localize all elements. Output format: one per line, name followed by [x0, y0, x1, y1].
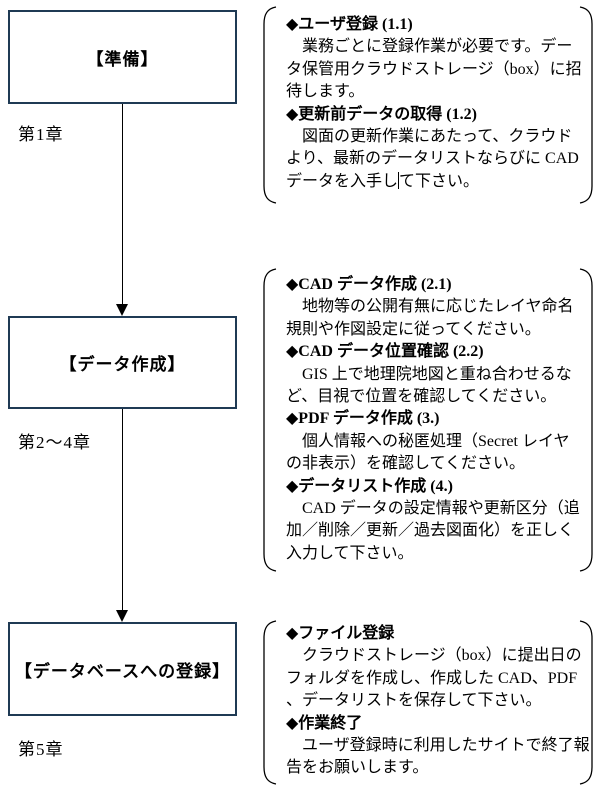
callout-preparation-notes: ◆ユーザ登録 (1.1) 業務ごとに登録作業が必要です。データ保管用クラウドスト… — [262, 6, 594, 204]
flow-connector-line-1 — [122, 104, 123, 304]
arrow-down-icon — [116, 304, 128, 316]
callout-body-line: の非表示）を確認してください。 — [286, 455, 526, 473]
right-parenthesis-icon — [579, 6, 593, 204]
callout-heading-line: ◆CAD データ作成 (2.1) — [286, 276, 452, 293]
callout-heading-line: ◆ファイル登録 — [286, 625, 395, 642]
right-parenthesis-icon — [579, 620, 593, 785]
callout-heading-line: ◆CAD データ位置確認 (2.2) — [286, 343, 484, 361]
callout-heading-line: ◆PDF データ作成 (3.) — [286, 410, 440, 428]
flow-connector-line-2 — [122, 409, 123, 610]
callout-body-line: 入力して下さい。 — [286, 544, 414, 562]
chapter-label-5: 第5章 — [18, 740, 64, 759]
callout-heading-line: ◆作業終了 — [286, 714, 363, 732]
callout-body-line: ユーザ登録時に利用したサイトで終了報 — [286, 737, 590, 755]
callout-body-line: 地物等の公開有無に応じたレイヤ命名 — [286, 298, 574, 316]
callout-body-line: より、最新のデータリストならびに CAD — [286, 150, 579, 168]
left-parenthesis-icon — [263, 268, 277, 572]
callout-body-line: 個人情報への秘匿処理（Secret レイヤ — [286, 432, 570, 450]
callout-data-creation-notes: ◆CAD データ作成 (2.1) 地物等の公開有無に応じたレイヤ命名規則や作図設… — [262, 268, 594, 572]
callout-heading-line: ◆データリスト作成 (4.) — [286, 477, 453, 495]
callout-body-line: 待します。 — [286, 83, 365, 101]
callout-body-line: GIS 上で地理院地図と重ね合わせるな — [286, 365, 572, 383]
callout-body-line: ど、目視で位置を確認してください。 — [286, 388, 557, 406]
callout-text-block: ◆CAD データ作成 (2.1) 地物等の公開有無に応じたレイヤ命名規則や作図設… — [286, 274, 582, 565]
callout-body-line: 規則や作図設定に従ってください。 — [286, 320, 541, 338]
flow-box-title: 【データ作成】 — [59, 355, 186, 374]
callout-body-line: 、データリストを保存して下さい。 — [286, 692, 542, 710]
flow-box-data-creation: 【データ作成】 — [8, 316, 237, 409]
left-parenthesis-icon — [263, 6, 277, 204]
callout-body-line: データを入手して下さい。 — [286, 171, 480, 190]
callout-body-line: クラウドストレージ（box）に提出日の — [286, 647, 582, 665]
callout-body-line: 図面の更新作業にあたって、クラウド — [286, 128, 573, 146]
flow-box-preparation: 【準備】 — [8, 10, 237, 104]
callout-body-line: 加／削除／更新／過去図面化）を正しく — [286, 522, 575, 540]
flow-box-title: 【データベースへの登録】 — [14, 661, 231, 681]
chapter-label-2-4: 第2～4章 — [18, 433, 91, 452]
callout-heading-line: ◆ユーザ登録 (1.1) — [286, 16, 413, 33]
callout-heading-line: ◆更新前データの取得 (1.2) — [286, 105, 477, 123]
callout-body-line: 業務ごとに登録作業が必要です。デー — [286, 38, 573, 56]
callout-body-line: CAD データの設定情報や更新区分（追 — [286, 500, 580, 518]
callout-text-block: ◆ファイル登録 クラウドストレージ（box）に提出日のフォルダを作成し、作成した… — [286, 623, 590, 780]
callout-body-line: タ保管用クラウドストレージ（box）に招 — [286, 60, 582, 78]
arrow-down-icon — [116, 610, 128, 622]
left-parenthesis-icon — [263, 620, 277, 785]
callout-text-block: ◆ユーザ登録 (1.1) 業務ごとに登録作業が必要です。データ保管用クラウドスト… — [286, 14, 582, 193]
chapter-label-1: 第1章 — [18, 125, 64, 144]
text-cursor — [398, 171, 400, 189]
flow-box-database-registration: 【データベースへの登録】 — [8, 622, 237, 716]
callout-body-line: フォルダを作成し、作成した CAD、PDF — [286, 669, 578, 687]
right-parenthesis-icon — [579, 268, 593, 572]
callout-body-line: 告をお願いします。 — [286, 759, 429, 777]
flow-box-title: 【準備】 — [86, 49, 159, 69]
callout-registration-notes: ◆ファイル登録 クラウドストレージ（box）に提出日のフォルダを作成し、作成した… — [262, 620, 594, 785]
